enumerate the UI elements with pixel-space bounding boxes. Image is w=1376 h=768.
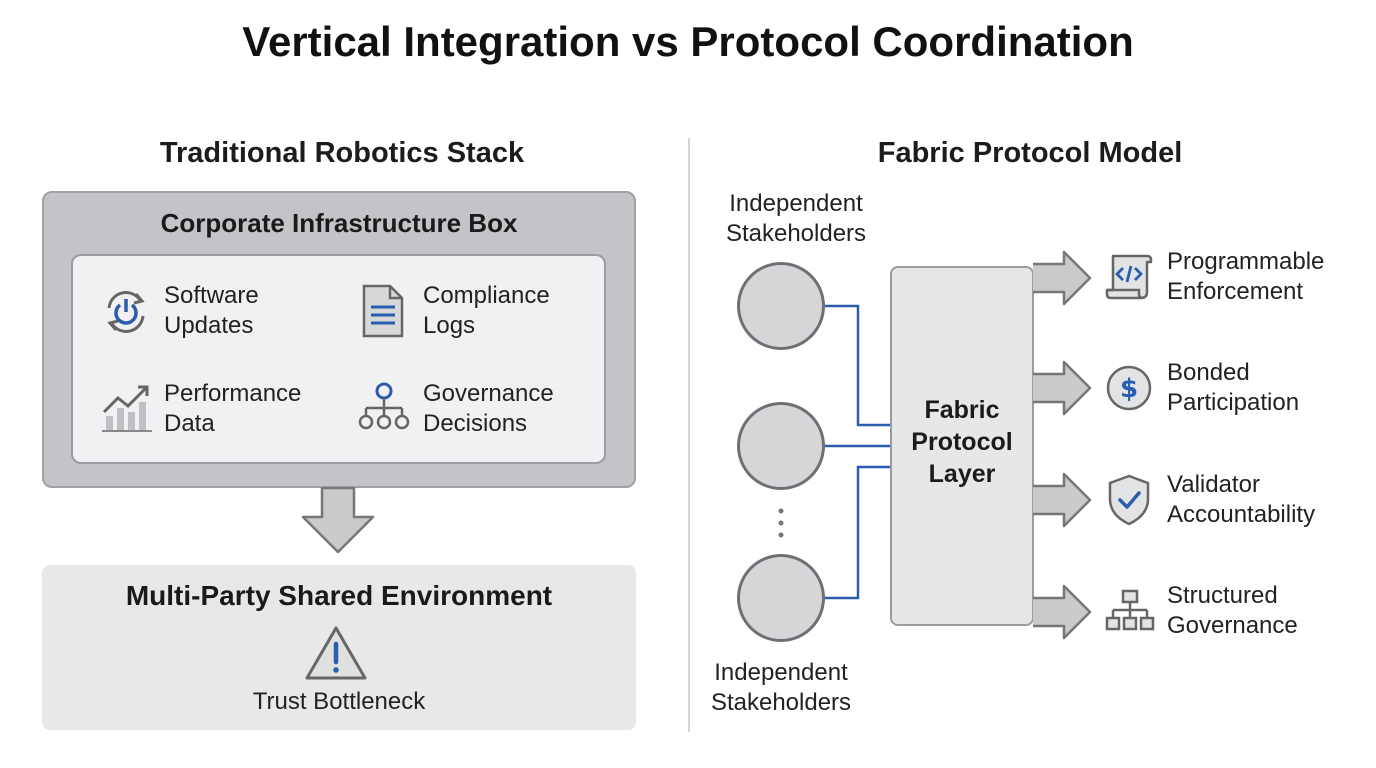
stakeholder-node	[737, 554, 825, 642]
output-arrow-icon	[1033, 472, 1092, 528]
output-arrow-icon	[1033, 360, 1092, 416]
hierarchy-icon	[356, 381, 412, 433]
left-heading: Traditional Robotics Stack	[159, 137, 525, 169]
right-heading: Fabric Protocol Model	[877, 137, 1183, 169]
infrastructure-inner-panel	[71, 254, 606, 464]
fabric-protocol-layer-label: Fabric Protocol Layer	[911, 396, 1013, 488]
down-arrow-icon	[301, 487, 375, 554]
structured-governance-label: Structured Governance	[1167, 582, 1298, 639]
compliance-logs-label: Compliance Logs	[423, 282, 550, 339]
ellipsis-icon	[778, 508, 784, 538]
programmable-enforcement-label: Programmable Enforcement	[1167, 248, 1325, 305]
corporate-infrastructure-label: Corporate Infrastructure Box	[160, 208, 518, 238]
validator-accountability-label: Validator Accountability	[1167, 471, 1316, 528]
stakeholder-node	[737, 262, 825, 350]
svg-text:$: $	[1120, 374, 1138, 404]
output-arrow-icon	[1033, 250, 1092, 306]
code-scroll-icon	[1105, 254, 1153, 300]
stakeholders-bottom-label: Independent Stakeholders	[710, 659, 852, 716]
org-chart-icon	[1105, 589, 1155, 631]
stakeholder-node	[737, 402, 825, 490]
document-icon	[360, 283, 406, 339]
warning-icon	[305, 626, 367, 680]
performance-data-label: Performance Data	[164, 380, 302, 437]
bonded-participation-label: Bonded Participation	[1167, 359, 1300, 416]
page-title: Vertical Integration vs Protocol Coordin…	[242, 18, 1134, 65]
shared-environment-title: Multi-Party Shared Environment	[125, 580, 553, 611]
column-divider	[688, 138, 690, 732]
fabric-protocol-layer	[890, 266, 1034, 626]
trust-bottleneck-label: Trust Bottleneck	[252, 688, 426, 715]
shield-check-icon	[1108, 474, 1150, 526]
software-updates-label: Software Updates	[164, 282, 259, 339]
dollar-coin-icon: $	[1106, 365, 1152, 411]
bar-chart-icon	[100, 382, 154, 434]
power-cycle-icon	[100, 286, 152, 338]
output-arrow-icon	[1033, 584, 1092, 640]
stakeholders-top-label: Independent Stakeholders	[725, 190, 867, 247]
governance-decisions-label: Governance Decisions	[423, 380, 554, 437]
